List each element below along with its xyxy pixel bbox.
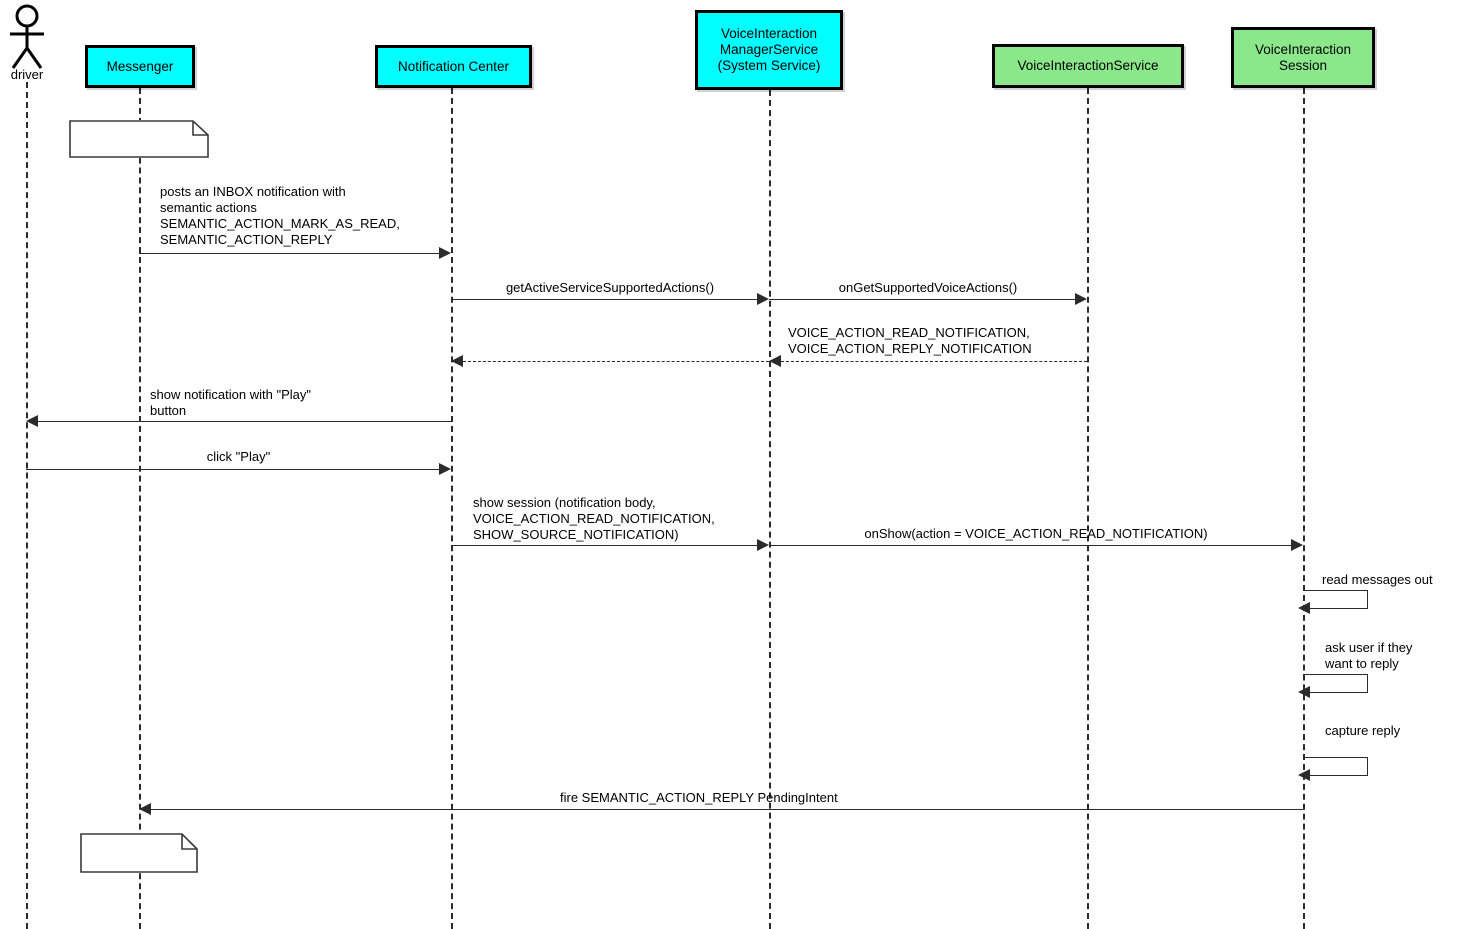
message-line-click-play	[26, 469, 439, 470]
self-call-label-capture-reply: capture reply	[1325, 723, 1401, 738]
participant-voiceinteractionsession[interactable]: VoiceInteraction Session	[1231, 27, 1375, 88]
arrowhead-show-notification-play	[26, 415, 38, 427]
message-label-click-play: click "Play"	[206, 449, 271, 464]
participant-voiceinteractionmanagerservice[interactable]: VoiceInteraction ManagerService (System …	[695, 10, 843, 90]
lifeline-voiceinteractionservice	[1087, 88, 1089, 929]
arrowhead-post-inbox-notification	[439, 247, 451, 259]
participant-messenger-label: Messenger	[106, 58, 174, 74]
message-line-fire-pending-intent	[151, 809, 1303, 810]
self-call-box-ask-user-reply	[1303, 674, 1368, 693]
participant-notification-center[interactable]: Notification Center	[375, 45, 532, 88]
arrowhead-fire-pending-intent	[139, 803, 151, 815]
arrowhead-getactiveservicesupportedactions	[757, 293, 769, 305]
lifeline-notification-center	[451, 88, 453, 929]
message-label-getactiveservicesupportedactions: getActiveServiceSupportedActions()	[505, 280, 715, 295]
message-label-post-inbox-notification: posts an INBOX notification with semanti…	[160, 184, 400, 247]
note-shape-icon	[80, 833, 198, 873]
actor-driver[interactable]	[4, 4, 50, 75]
arrowhead-supported-actions-return	[451, 355, 463, 367]
participant-voiceinteractionservice[interactable]: VoiceInteractionService	[992, 44, 1184, 88]
lifeline-voiceinteractionsession	[1303, 88, 1305, 929]
stick-figure-icon	[10, 4, 44, 69]
message-label-show-session: show session (notification body, VOICE_A…	[473, 495, 715, 542]
arrowhead-capture-reply	[1298, 769, 1310, 781]
message-line-ongetsupportedvoiceactions	[769, 299, 1075, 300]
message-line-getactiveservicesupportedactions	[451, 299, 757, 300]
self-call-box-read-messages-out	[1303, 590, 1368, 609]
message-line-onshow	[769, 545, 1291, 546]
arrowhead-onshow	[1291, 539, 1303, 551]
message-line-show-notification-play	[38, 421, 451, 422]
message-line-voice-actions-returned	[781, 361, 1087, 362]
participant-voiceinteractionservice-label: VoiceInteractionService	[1017, 58, 1159, 73]
message-line-show-session	[451, 545, 757, 546]
arrowhead-voice-actions-returned	[769, 355, 781, 367]
arrowhead-show-session	[757, 539, 769, 551]
message-label-ongetsupportedvoiceactions: onGetSupportedVoiceActions()	[838, 280, 1018, 295]
self-call-label-ask-user-reply: ask user if they want to reply	[1325, 640, 1413, 671]
lifeline-messenger	[139, 88, 141, 929]
message-label-show-notification-play: show notification with "Play" button	[150, 387, 311, 418]
self-call-box-capture-reply	[1303, 757, 1368, 776]
arrowhead-click-play	[439, 463, 451, 475]
arrowhead-ongetsupportedvoiceactions	[1075, 293, 1087, 305]
participant-voiceinteractionmanagerservice-label: VoiceInteraction ManagerService (System …	[717, 26, 821, 73]
participant-notification-center-label: Notification Center	[397, 58, 510, 74]
note-send-sms: Send SMS	[80, 833, 198, 873]
note-sms-received: SMS received	[69, 120, 209, 158]
message-line-supported-actions-return	[463, 361, 769, 362]
actor-driver-label: driver	[10, 67, 44, 82]
arrowhead-read-messages-out	[1298, 602, 1310, 614]
message-label-voice-actions-returned: VOICE_ACTION_READ_NOTIFICATION, VOICE_AC…	[788, 325, 1032, 356]
message-label-onshow: onShow(action = VOICE_ACTION_READ_NOTIFI…	[864, 526, 1208, 541]
arrowhead-ask-user-reply	[1298, 686, 1310, 698]
message-line-post-inbox-notification	[139, 253, 439, 254]
lifeline-voiceinteractionmanagerservice	[769, 90, 771, 929]
note-shape-icon	[69, 120, 209, 158]
participant-messenger[interactable]: Messenger	[85, 45, 195, 88]
participant-voiceinteractionsession-label: VoiceInteraction Session	[1254, 41, 1352, 73]
self-call-label-read-messages-out: read messages out	[1322, 572, 1433, 587]
message-label-fire-pending-intent: fire SEMANTIC_ACTION_REPLY PendingIntent	[560, 790, 838, 805]
lifeline-driver	[26, 82, 28, 929]
